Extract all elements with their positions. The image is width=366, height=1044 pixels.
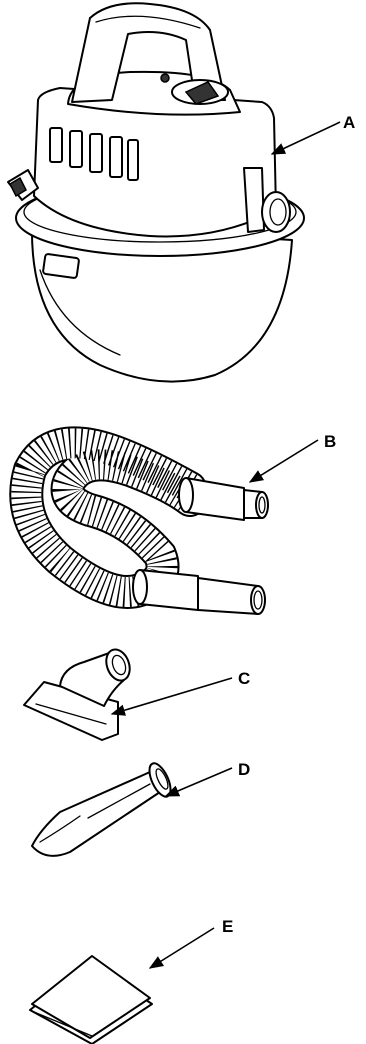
callout-leader-d [166, 768, 232, 796]
callout-leader-b [250, 440, 318, 482]
utility-nozzle-illustration [24, 646, 134, 740]
callout-leader-e [150, 928, 214, 968]
hose-illustration [26, 443, 268, 614]
callout-label-b: B [324, 432, 336, 451]
callout-label-d: D [238, 760, 250, 779]
callout-label-c: C [238, 669, 250, 688]
crevice-tool-illustration [32, 760, 175, 856]
callout-underline-a [336, 122, 340, 124]
callout-leader-c [112, 678, 232, 714]
manual-illustration [30, 956, 152, 1044]
callout-leader-a [272, 124, 336, 154]
callout-label-a: A [343, 113, 355, 132]
callout-label-e: E [222, 917, 233, 936]
wet-dry-vac-illustration [8, 3, 304, 381]
